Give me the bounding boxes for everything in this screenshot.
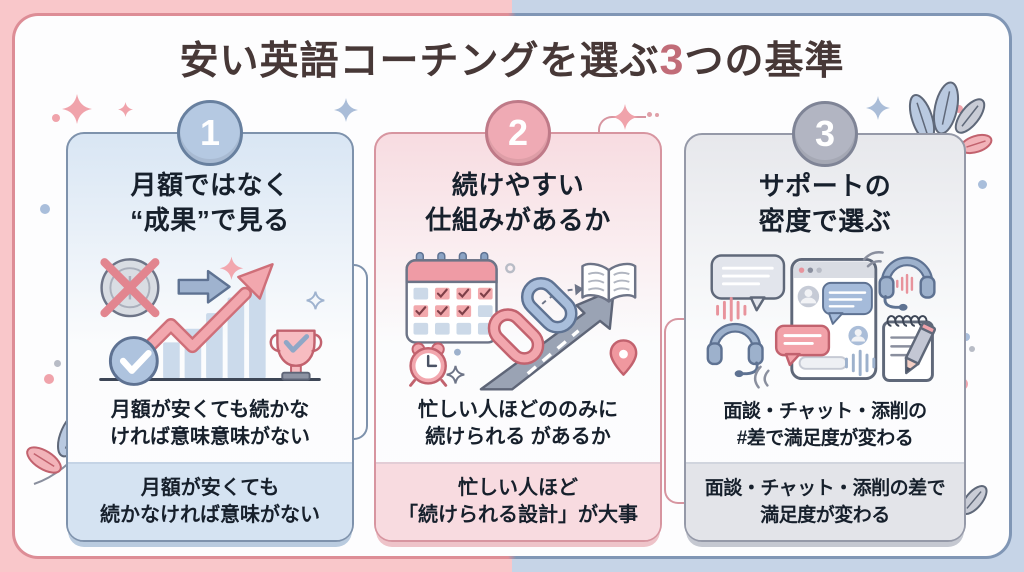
sparkle-icon xyxy=(866,96,890,120)
headset-icon-right xyxy=(878,256,936,311)
note-line: 満足度が変わる xyxy=(760,505,890,526)
note-line: 面談・チャット・添削の差で xyxy=(704,478,946,499)
road-arrow-icon xyxy=(479,288,615,391)
alarm-clock-icon xyxy=(409,342,448,387)
card-criterion-2: 2 続けやすい仕組みがあるか xyxy=(374,100,662,542)
decor-dot xyxy=(647,112,652,117)
note-line: 忙しい人ほど xyxy=(458,477,578,499)
sparkle-icon xyxy=(612,104,638,130)
card-title-line: “成果”で見る xyxy=(130,205,290,235)
decor-dot xyxy=(40,204,50,214)
voice-wave-pink xyxy=(716,297,747,322)
page-title: 安い英語コーチングを選ぶ3つの基準 xyxy=(0,30,1024,86)
connector-bracket-pink-left xyxy=(664,318,690,504)
no-money-icon xyxy=(100,258,160,318)
map-pin-icon xyxy=(609,339,638,376)
speech-bubble-icon xyxy=(710,254,786,312)
connector-bracket-blue xyxy=(344,264,368,440)
decor-dot xyxy=(54,360,61,367)
card-title-line: サポートの xyxy=(758,171,892,201)
decor-dot xyxy=(969,346,975,352)
chat-window xyxy=(790,257,878,381)
note-line: 続かなければ意味がない xyxy=(100,504,320,526)
wifi-arc xyxy=(753,365,770,389)
card-criterion-1: 1 月額ではなく “成果”で見る xyxy=(66,100,354,542)
chat-bubble-pink xyxy=(774,324,831,367)
title-prefix: 安い英語コーチングを選ぶ xyxy=(179,40,660,83)
sparkle-icon xyxy=(306,291,325,310)
growth-chart-illustration xyxy=(99,256,325,386)
calendar-icon xyxy=(405,251,498,344)
right-arrow-icon xyxy=(177,269,231,304)
habit-system-illustration xyxy=(405,251,638,391)
card-2-illustration xyxy=(376,242,660,394)
check-circle-icon xyxy=(108,336,159,386)
badge-number-2: 2 xyxy=(485,100,551,166)
card-title-line: 月額ではなく xyxy=(130,170,290,200)
sparkle-icon xyxy=(334,98,358,122)
note-line: 忙しい人ほどののみに xyxy=(418,399,618,421)
decor-dot xyxy=(962,333,970,341)
card-2-title: 続けやすい仕組みがあるか xyxy=(376,168,660,238)
headset-icon-left xyxy=(706,322,764,378)
wifi-arc xyxy=(862,251,884,268)
card-1-note-primary: 月額が安くても続かなければ意味意味がない xyxy=(68,394,352,454)
sparkle-icon xyxy=(62,94,92,124)
note-line: 月額が安くても xyxy=(140,477,280,499)
pencil-icon xyxy=(904,322,937,375)
note-line: #差で満足度が変わる xyxy=(736,428,914,449)
note-line: 面談・チャット・添削の xyxy=(723,401,927,422)
trophy-icon xyxy=(269,329,323,381)
card-2-note-primary: 忙しい人ほどののみに続けられる があるか xyxy=(376,394,660,454)
card-1-note-secondary: 月額が安くても続かなければ意味がない xyxy=(68,462,352,540)
note-line: 月額が安くても続かな xyxy=(110,399,310,421)
voice-wave-pink-small xyxy=(896,273,914,294)
title-highlight: 3 xyxy=(659,36,685,84)
card-3-note-primary: 面談・チャット・添削の #差で満足度が変わる xyxy=(686,395,964,455)
card-title-line: 続けやすい xyxy=(451,170,585,200)
note-line: 「続けられる設計」が大事 xyxy=(398,504,638,526)
decor-dot xyxy=(505,263,516,274)
badge-number-3: 3 xyxy=(792,101,858,167)
card-criterion-3: 3 サポートの密度で選ぶ xyxy=(684,101,966,542)
leaves-top-right xyxy=(908,81,993,155)
card-3-illustration xyxy=(686,243,964,395)
card-1-illustration xyxy=(68,242,352,394)
card-title-line: 仕組みがあるか xyxy=(425,205,611,235)
sparkle-icon xyxy=(219,256,244,280)
card-3-title: サポートの密度で選ぶ xyxy=(686,169,964,239)
decor-dot xyxy=(655,113,659,117)
decor-dot xyxy=(955,105,963,113)
decor-dot xyxy=(44,374,54,384)
open-book-icon xyxy=(581,262,637,303)
decor-dot xyxy=(52,114,60,122)
sparkle-icon xyxy=(118,102,133,117)
title-suffix: つの基準 xyxy=(684,40,845,83)
badge-label: 2 xyxy=(507,112,529,153)
chain-link-icon xyxy=(487,276,578,365)
card-2-note-secondary: 忙しい人ほど「続けられる設計」が大事 xyxy=(376,462,660,540)
decor-dot xyxy=(978,180,987,189)
badge-label: 3 xyxy=(814,113,836,154)
support-density-illustration xyxy=(706,251,937,389)
card-1-title: 月額ではなく “成果”で見る xyxy=(68,168,352,238)
decor-dot xyxy=(454,348,461,356)
card-3-note-secondary: 面談・チャット・添削の差で満足度が変わる xyxy=(686,462,964,540)
sparkle-icon xyxy=(446,365,465,384)
card-title-line: 密度で選ぶ xyxy=(758,206,892,236)
badge-number-1: 1 xyxy=(177,100,243,166)
voice-wave-blue xyxy=(845,349,876,377)
note-line: ければ意味意味がない xyxy=(110,426,310,448)
note-line: 続けられる があるか xyxy=(425,426,611,448)
badge-label: 1 xyxy=(199,112,221,153)
